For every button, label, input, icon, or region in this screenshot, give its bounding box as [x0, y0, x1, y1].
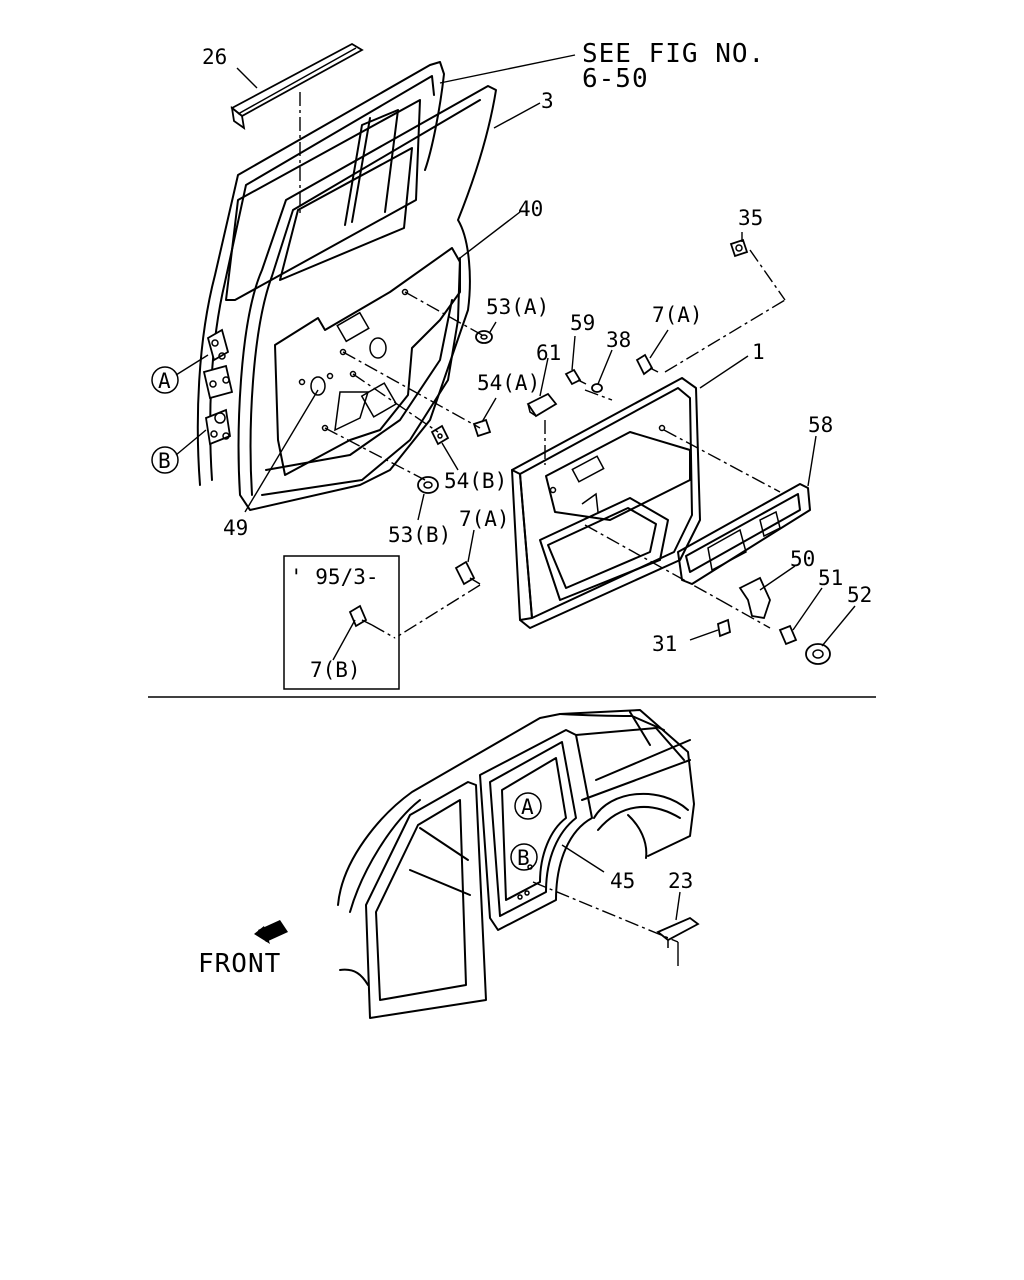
- see-fig-line1: SEE FIG NO.: [582, 39, 765, 69]
- plug-23: [656, 916, 700, 948]
- clip-54b: [430, 424, 450, 446]
- callout-40: 40: [518, 197, 543, 221]
- grommet-53b: [417, 476, 439, 494]
- callout-7b: 7(B): [310, 658, 361, 682]
- door-hinges: [202, 328, 234, 446]
- door-trim-panel-1: [511, 377, 701, 629]
- circle-a-label: A: [158, 369, 171, 393]
- callout-53a: 53(A): [486, 295, 549, 319]
- callout-7a-top: 7(A): [652, 303, 703, 327]
- door-shell-3: [237, 85, 497, 511]
- clip-54a: [472, 418, 492, 438]
- cap-52: [805, 643, 831, 665]
- screw-59: [564, 368, 587, 386]
- callout-61: 61: [536, 341, 561, 365]
- callout-26: 26: [202, 45, 227, 69]
- armrest-58: [677, 483, 811, 585]
- callout-54b: 54(B): [444, 469, 507, 493]
- front-arrow-icon: [254, 920, 288, 944]
- callout-49: 49: [223, 516, 248, 540]
- callout-51: 51: [818, 566, 843, 590]
- callout-23: 23: [668, 869, 693, 893]
- vehicle-body: [337, 709, 695, 1019]
- callout-3: 3: [541, 89, 554, 113]
- washer-38: [591, 383, 603, 393]
- callout-45: 45: [610, 869, 635, 893]
- inset-box: [283, 555, 400, 690]
- bottom-leaders: [532, 844, 681, 966]
- callout-35: 35: [738, 206, 763, 230]
- bracket-50: [738, 576, 771, 620]
- callout-53b: 53(B): [388, 523, 451, 547]
- clip-35: [729, 238, 749, 258]
- callout-54a: 54(A): [477, 371, 540, 395]
- circle-b2-label: B: [517, 846, 530, 870]
- callout-7a-bot: 7(A): [459, 507, 510, 531]
- circle-a2-label: A: [521, 795, 534, 819]
- clip-31: [716, 618, 732, 638]
- clip-7a-top: [635, 353, 659, 376]
- see-fig-line2: 6-50: [582, 64, 649, 94]
- door-inner-panel-40: [274, 247, 461, 476]
- callout-1: 1: [752, 340, 765, 364]
- callout-58: 58: [808, 413, 833, 437]
- clip-61: [526, 392, 558, 418]
- circle-markers: [151, 366, 542, 871]
- callout-38: 38: [606, 328, 631, 352]
- leaders: [175, 54, 856, 661]
- front-label: FRONT: [198, 949, 281, 979]
- door-frame-sash: [196, 61, 445, 486]
- inset-date-label: ' 95/3-: [290, 565, 379, 589]
- circle-b-label: B: [158, 449, 171, 473]
- callout-50: 50: [790, 547, 815, 571]
- callout-59: 59: [570, 311, 595, 335]
- screw-51: [778, 624, 798, 646]
- clip-7a-bot: [454, 560, 481, 586]
- callout-31: 31: [652, 632, 677, 656]
- assembly-lines: [324, 249, 786, 639]
- callout-52: 52: [847, 583, 872, 607]
